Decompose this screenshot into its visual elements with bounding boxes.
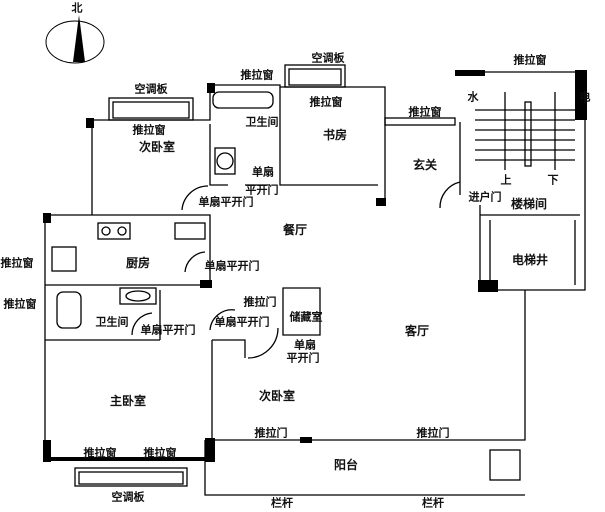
sliding-window-label: 推拉窗 — [143, 446, 177, 460]
walls — [44, 64, 586, 496]
sliding-door-label: 推拉门 — [254, 426, 288, 440]
room-label-bedroom: 次卧室 — [138, 140, 176, 154]
door-label: 单扇平开门 — [204, 259, 260, 273]
entry-door-label: 进户门 — [468, 190, 502, 204]
stair-up-label: 上 — [500, 173, 512, 187]
sliding-window-label: 推拉窗 — [3, 297, 37, 311]
room-label-study: 书房 — [322, 128, 348, 142]
room-label-foyer: 玄关 — [412, 158, 438, 172]
room-label-stairwell: 楼梯间 — [510, 197, 548, 211]
door-label: 单扇 — [252, 165, 274, 179]
ac-platform-label: 空调板 — [134, 82, 168, 96]
room-label-balcony: 阳台 — [333, 458, 359, 472]
sliding-window-label: 推拉窗 — [83, 446, 117, 460]
door-label: 平开门 — [286, 351, 320, 365]
room-label-kitchen: 厨房 — [125, 256, 151, 270]
door-label: 单扇平开门 — [140, 323, 196, 337]
door-label: 单扇平开门 — [198, 195, 254, 209]
room-label-elevator: 电梯井 — [511, 253, 549, 267]
door-label: 单扇平开门 — [214, 315, 270, 329]
room-label-bathroom: 卫生间 — [245, 115, 279, 129]
room-label-dining: 餐厅 — [282, 223, 308, 237]
sliding-window-label: 推拉窗 — [132, 123, 166, 137]
ac-platform-label: 空调板 — [111, 490, 145, 504]
room-label-electric: 电 — [579, 90, 591, 104]
sliding-window-label: 推拉窗 — [0, 256, 34, 270]
wall-columns — [43, 70, 587, 462]
stair-down-label: 下 — [547, 173, 559, 187]
room-label-master-bedroom: 主卧室 — [109, 394, 147, 408]
door-label: 单扇 — [294, 338, 316, 352]
sliding-window-label: 推拉窗 — [513, 53, 547, 67]
ac-platform-label: 空调板 — [311, 51, 345, 65]
compass-icon — [45, 15, 105, 64]
sliding-window-label: 推拉窗 — [240, 68, 274, 82]
sliding-window-label: 推拉窗 — [408, 105, 442, 119]
sliding-door-label: 推拉门 — [243, 295, 277, 309]
railing-label: 栏杆 — [422, 496, 444, 510]
room-label-storage: 储藏室 — [289, 310, 323, 324]
room-label-bathroom: 卫生间 — [95, 315, 129, 329]
compass-north-label: 北 — [71, 1, 83, 15]
room-label-water: 水 — [467, 90, 479, 104]
door-label: 平开门 — [245, 183, 279, 197]
sliding-window-label: 推拉窗 — [309, 95, 343, 109]
room-label-living: 客厅 — [404, 324, 430, 338]
railing-label: 栏杆 — [271, 496, 293, 510]
room-label-bedroom: 次卧室 — [258, 389, 296, 403]
sliding-door-label: 推拉门 — [416, 426, 450, 440]
